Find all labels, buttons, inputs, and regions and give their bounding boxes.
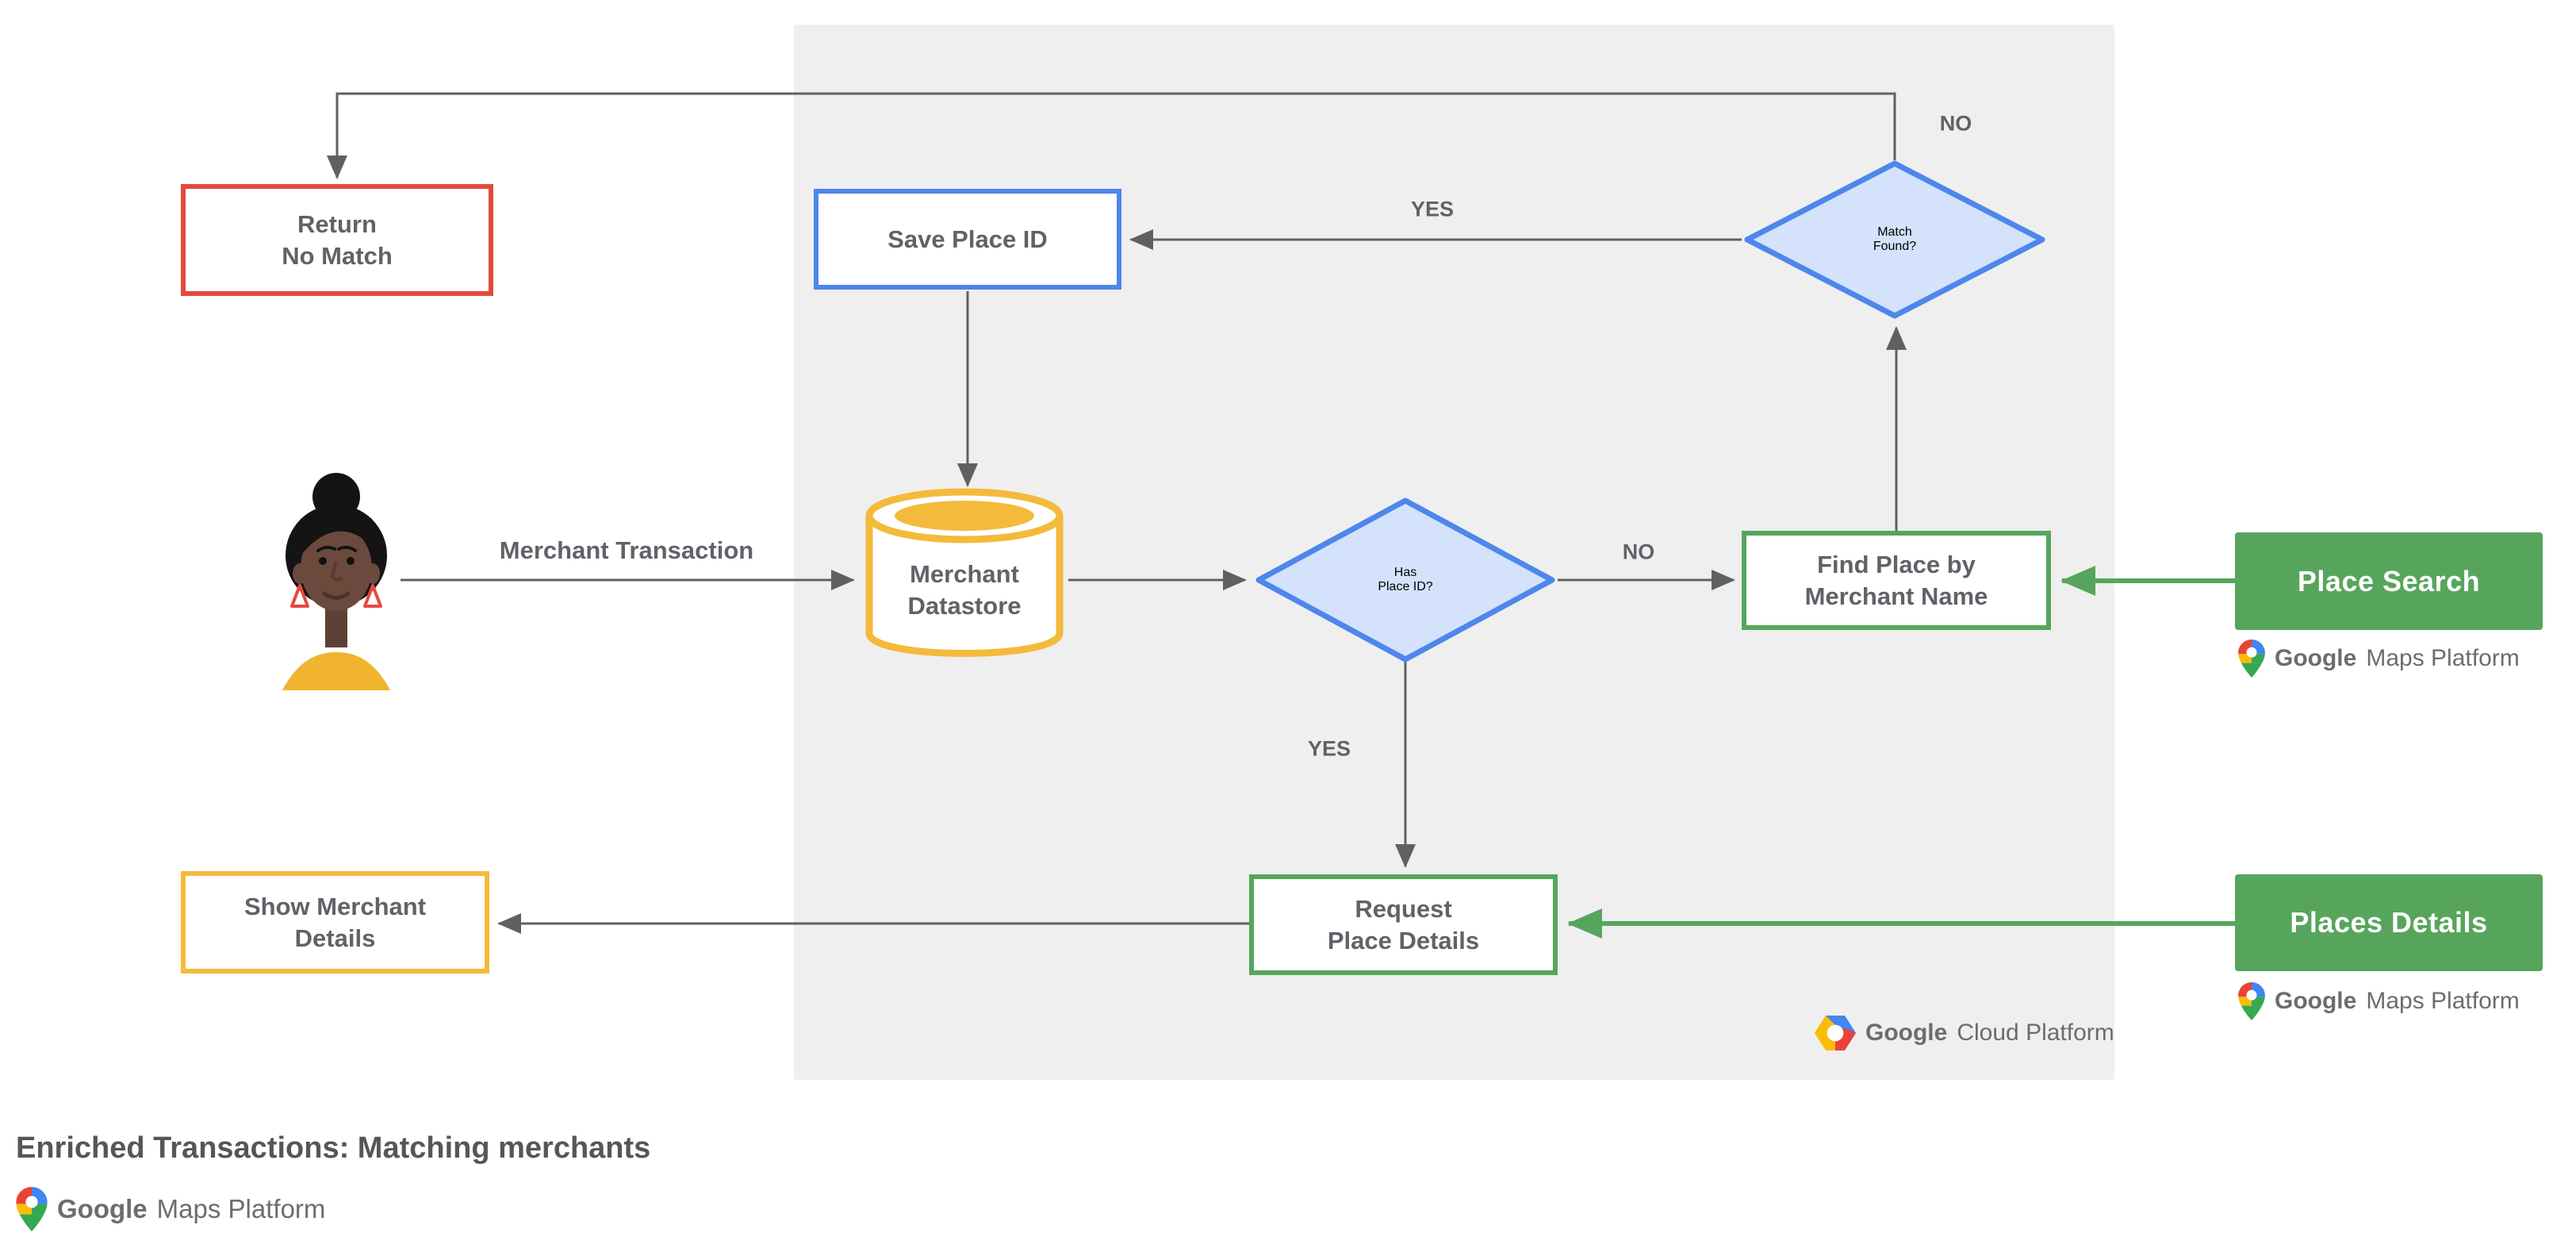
logo-text-product: Maps Platform [2366, 988, 2520, 1014]
node-show-merchant-details: Show Merchant Details [181, 871, 489, 974]
decision-label: Has [1393, 566, 1417, 579]
api-box-label: Places Details [2290, 906, 2488, 939]
diagram-title: Enriched Transactions: Matching merchant… [16, 1131, 651, 1165]
node-label: Merchant [910, 560, 1019, 588]
google-maps-platform-logo: Google Maps Platform [16, 1187, 325, 1231]
decision-has-place-id: Has Place ID? [1253, 497, 1558, 662]
logo-text-product: Maps Platform [156, 1194, 326, 1223]
node-label: Details [294, 924, 376, 952]
google-cloud-platform-logo: Google Cloud Platform [1815, 1016, 2114, 1050]
node-return-no-match: Return No Match [181, 184, 493, 296]
decision-label: Match [1877, 225, 1912, 239]
api-box-places-details: Places Details [2235, 874, 2543, 971]
edge-label-no-top: NO [1939, 111, 1972, 136]
edge-label-yes-mid: YES [1307, 736, 1351, 761]
node-label: Place Details [1327, 926, 1480, 954]
cloud-hexagon-icon [1815, 1016, 1856, 1050]
database-cylinder-icon [865, 488, 1064, 657]
edge-label-yes-top: YES [1410, 197, 1455, 221]
google-maps-platform-logo: Google Maps Platform [2238, 982, 2520, 1020]
logo-text-product: Maps Platform [2366, 645, 2520, 671]
node-request-place-details: Request Place Details [1249, 874, 1558, 975]
node-save-place-id: Save Place ID [814, 189, 1121, 290]
google-maps-platform-logo: Google Maps Platform [2238, 639, 2520, 678]
maps-pin-icon [2238, 639, 2265, 678]
node-label: Merchant Name [1804, 582, 1988, 610]
logo-text-google: Google [2275, 645, 2357, 671]
logo-text-google: Google [1865, 1020, 1948, 1046]
diamond-shape [1255, 497, 1555, 662]
node-merchant-datastore: Merchant Datastore [861, 482, 1068, 669]
node-find-place-by-merchant-name: Find Place by Merchant Name [1742, 531, 2051, 630]
decision-label: Found? [1873, 240, 1917, 253]
edge-label-no-mid: NO [1622, 540, 1655, 564]
maps-pin-icon [2238, 982, 2265, 1020]
node-label: Request [1355, 894, 1452, 923]
node-label: Find Place by [1817, 550, 1976, 578]
node-label: Save Place ID [887, 225, 1048, 253]
edge-label-merchant-transaction: Merchant Transaction [499, 536, 754, 564]
api-box-place-search: Place Search [2235, 532, 2543, 630]
diamond-shape [1744, 160, 2045, 319]
api-box-label: Place Search [2297, 564, 2481, 597]
decision-match-found: Match Found? [1742, 160, 2048, 319]
node-label: Show Merchant [243, 892, 427, 920]
node-label: No Match [282, 241, 393, 270]
logo-text-product: Cloud Platform [1957, 1020, 2114, 1046]
maps-pin-icon [16, 1187, 48, 1231]
user-avatar [276, 467, 397, 692]
decision-label: Place ID? [1378, 580, 1433, 593]
logo-text-google: Google [2275, 988, 2357, 1014]
node-label: Return [297, 209, 377, 238]
person-icon [282, 473, 390, 690]
node-label: Datastore [907, 592, 1022, 620]
logo-text-google: Google [57, 1194, 148, 1223]
